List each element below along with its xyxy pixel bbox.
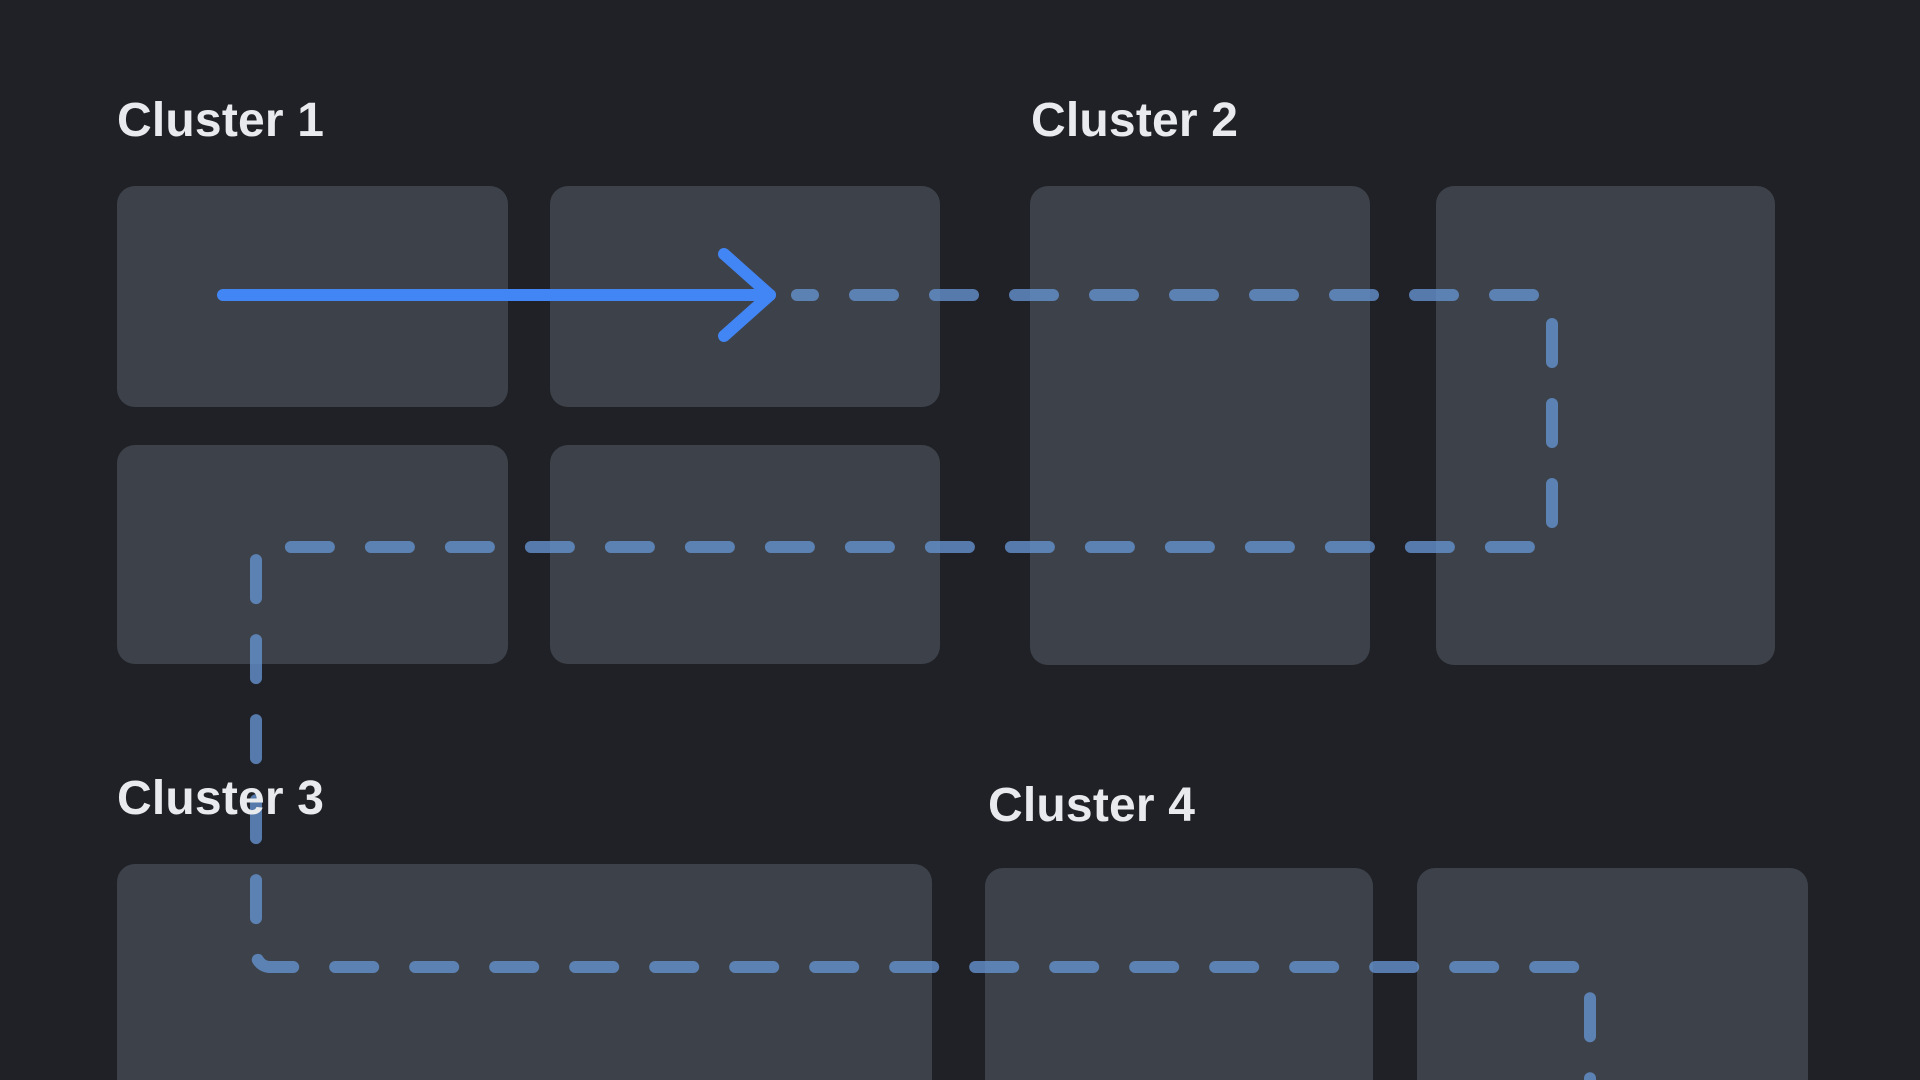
solid-arrow-head-icon [718,248,776,342]
cluster-4-box-2 [1417,868,1808,1080]
dashed-connector-line [250,289,1596,1080]
cluster-4-box-1 [985,868,1373,1080]
cluster-1-box-3 [117,445,508,664]
cluster-1-box-4 [550,445,940,664]
cluster-2-box-1 [1030,186,1370,665]
cluster-2-box-2 [1436,186,1775,665]
